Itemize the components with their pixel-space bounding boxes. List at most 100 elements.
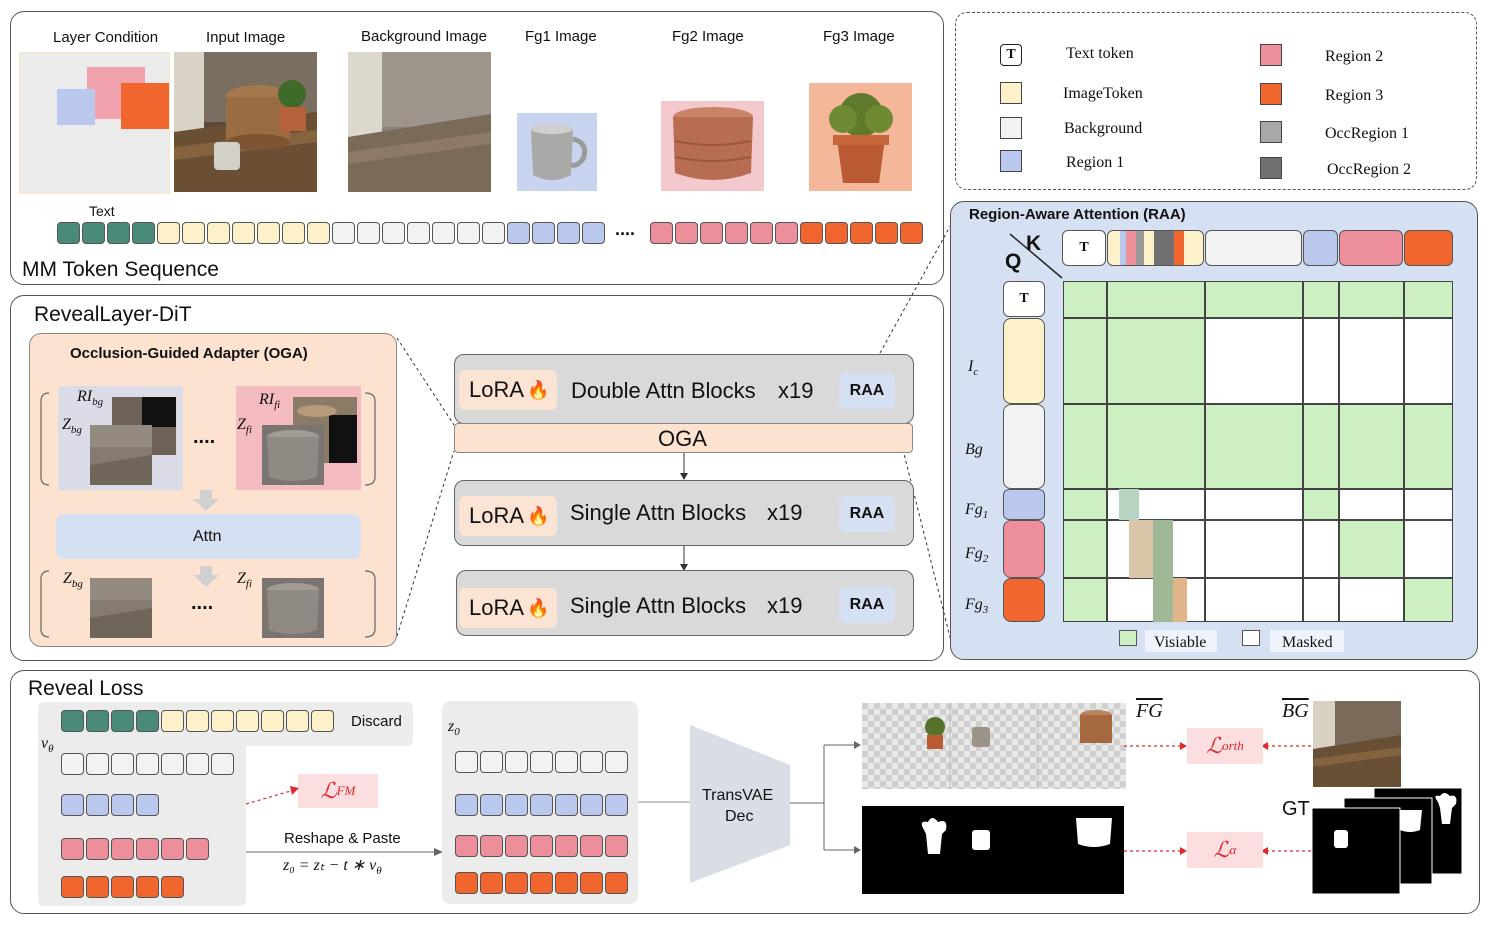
mm-token <box>332 222 355 244</box>
discard-token <box>211 710 234 732</box>
mm-token <box>232 222 255 244</box>
reveallayer-dit-title: RevealLayer-DiT <box>34 303 192 326</box>
matrix-cell <box>1404 318 1453 404</box>
legend-label: Region 3 <box>1325 87 1384 104</box>
legend-swatch <box>1000 117 1022 139</box>
fg-tilde-label: FG <box>1136 700 1163 723</box>
matrix-cell <box>1404 578 1453 622</box>
matrix-cell <box>1303 578 1339 622</box>
discard-token <box>186 710 209 732</box>
v-theta-main: v <box>41 735 49 752</box>
legend-swatch <box>1000 150 1022 172</box>
row-label-fg3: Fg3 <box>965 596 988 616</box>
matrix-cell <box>1339 281 1404 318</box>
legend-label: Region 2 <box>1325 48 1384 65</box>
q-image-token <box>1003 318 1045 404</box>
v-bg-token <box>211 753 234 775</box>
mm-token <box>282 222 305 244</box>
mm-token <box>850 222 873 244</box>
single-attn-1-raa: RAA <box>839 496 895 532</box>
z-fi-main-bottom: Z <box>237 570 246 587</box>
loss-fm-main: ℒ <box>320 778 337 803</box>
oga-bar <box>454 423 913 453</box>
matrix-cell <box>1063 578 1107 622</box>
legend-label: Background <box>1064 120 1143 137</box>
matrix-cell <box>1205 520 1303 578</box>
mm-token <box>900 222 923 244</box>
oga-arrow-down-1 <box>193 490 219 511</box>
loss-orth-main: ℒ <box>1206 733 1223 758</box>
mm-token <box>407 222 430 244</box>
mm-token <box>800 222 823 244</box>
z0-region1-token <box>505 794 528 816</box>
z-bg-label-bottom: Zbg <box>63 570 83 590</box>
double-attn-name: Double Attn Blocks <box>571 378 756 403</box>
legend-label: Region 1 <box>1066 154 1125 171</box>
occlusion-strip <box>1173 578 1187 622</box>
v-theta-label: vθ <box>41 735 54 755</box>
predicted-alpha-masks <box>862 806 1124 894</box>
predicted-background-image <box>1313 701 1401 787</box>
ri-bg-sub: bg <box>92 396 104 409</box>
fire-icon: 🔥 <box>527 379 550 400</box>
layer-condition-image <box>19 52 170 194</box>
z0-region3-token <box>530 872 553 894</box>
z-bg-sub: bg <box>70 424 82 437</box>
mm-token <box>357 222 380 244</box>
mm-token <box>382 222 405 244</box>
oga-title: Occlusion-Guided Adapter (OGA) <box>70 345 308 362</box>
loss-orth-sub: orth <box>1222 738 1244 753</box>
matrix-cell <box>1107 318 1205 404</box>
v-bg-token <box>136 753 159 775</box>
z0-region3-token <box>480 872 503 894</box>
v-bg-token <box>186 753 209 775</box>
fg-tilde-text: FG <box>1136 700 1163 722</box>
occlusion-strip <box>1153 578 1173 622</box>
label-fg1-image: Fg1 Image <box>525 28 597 45</box>
single-attn-1-name: Single Attn Blocks <box>570 500 747 525</box>
matrix-cell <box>1063 318 1107 404</box>
row-label-fg3-main: Fg <box>965 596 983 613</box>
row-label-fg2-main: Fg <box>965 545 983 562</box>
legend-label: OccRegion 1 <box>1325 125 1409 142</box>
mm-token <box>875 222 898 244</box>
raa-q-label: Q <box>1005 250 1022 273</box>
z0-region1-token <box>555 794 578 816</box>
double-attn-lora-label: LoRA <box>469 377 525 402</box>
legend-label: OccRegion 2 <box>1327 161 1411 178</box>
q-text-token-label: T <box>1019 291 1029 306</box>
loss-fm-arrow <box>245 786 299 805</box>
mm-token <box>107 222 130 244</box>
row-label-fg3-sub: 3 <box>982 604 989 617</box>
v-region2-token <box>161 838 184 860</box>
visible-legend-bg <box>1145 630 1217 652</box>
v-region2-token <box>86 838 109 860</box>
oga-ellipsis-bottom: .... <box>191 592 214 614</box>
v-region1-token <box>86 794 109 816</box>
legend-swatch <box>1260 157 1282 179</box>
z0-region1-token <box>480 794 503 816</box>
mm-token <box>257 222 280 244</box>
z0-bg-token <box>505 751 528 773</box>
matrix-cell <box>1339 404 1404 489</box>
transvae-decoder <box>690 725 790 883</box>
legend-swatch <box>1260 44 1282 66</box>
matrix-cell <box>1063 281 1107 318</box>
bg-tilde-label: BG <box>1282 700 1309 723</box>
token-ellipsis: .... <box>615 219 636 239</box>
z-fi-output-image <box>262 578 324 638</box>
row-label-fg1-sub: 1 <box>982 509 989 522</box>
v-bg-token <box>111 753 134 775</box>
mm-token <box>557 222 580 244</box>
legend-label: Text token <box>1066 45 1134 62</box>
legend-swatch <box>1260 121 1282 143</box>
gt-label: GT <box>1282 798 1310 820</box>
label-fg3-image: Fg3 Image <box>823 28 895 45</box>
single-attn-2-count: x19 <box>767 593 803 618</box>
predicted-foreground-layers <box>862 703 1126 789</box>
matrix-cell <box>1404 281 1453 318</box>
mm-token <box>457 222 480 244</box>
label-layer-condition: Layer Condition <box>53 29 159 46</box>
matrix-cell <box>1339 520 1404 578</box>
